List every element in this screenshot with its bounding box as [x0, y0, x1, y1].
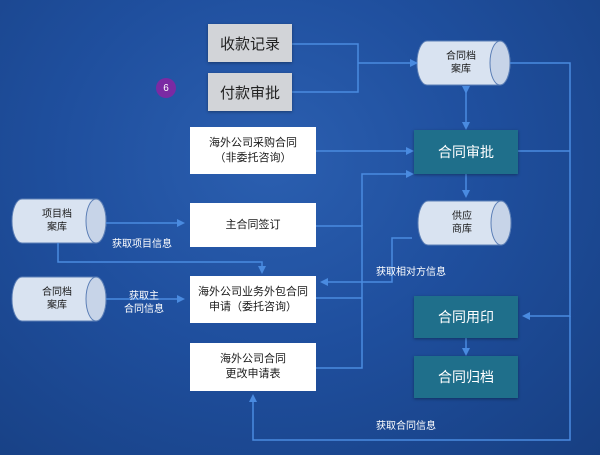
contract-seal-box[interactable]: 合同用印 [414, 296, 518, 338]
edge-label-project-info: 获取项目信息 [112, 239, 172, 250]
edge-collector-middle [316, 225, 363, 369]
contract-change-box[interactable]: 海外公司合同 更改申请表 [190, 343, 316, 391]
cylinder-supplier-db [417, 200, 512, 246]
contract-archive-top-label: 合同档 案库 [446, 51, 476, 75]
main-contract-signing-label: 主合同签订 [225, 218, 281, 231]
project-archive-label: 项目档 案库 [42, 209, 72, 233]
step-badge: 6 [156, 78, 176, 98]
edge-right-rail [510, 62, 571, 320]
payment-approval-label: 付款审批 [219, 84, 280, 102]
outsourcing-application-label: 海外公司业务外包合同 申请（委托咨询） [198, 285, 308, 313]
edge-collector-to-approval [361, 170, 414, 226]
receipt-record-label: 收款记录 [219, 35, 280, 53]
cylinder-contract-archive-top [416, 40, 511, 86]
overseas-purchase-label: 海外公司采购合同 （非委托咨询） [209, 136, 297, 164]
edge-label-contract-info: 获取合同信息 [376, 421, 436, 432]
contract-filing-label: 合同归档 [438, 369, 494, 385]
contract-archive-left-label: 合同档 案库 [42, 287, 72, 311]
contract-change-label: 海外公司合同 更改申请表 [220, 353, 286, 380]
main-contract-signing-box[interactable]: 主合同签订 [190, 203, 316, 247]
payment-approval-box[interactable]: 付款审批 [208, 73, 292, 111]
supplier-db-label: 供应 商库 [452, 211, 472, 235]
contract-filing-box[interactable]: 合同归档 [414, 356, 518, 398]
contract-approval-label: 合同审批 [438, 144, 494, 160]
cylinder-project-archive [11, 198, 107, 244]
contract-seal-label: 合同用印 [438, 309, 494, 325]
receipt-record-box[interactable]: 收款记录 [208, 24, 292, 62]
edge-supplier-to-outsourcing [320, 237, 412, 286]
edge-label-counterparty-info: 获取相对方信息 [376, 267, 446, 278]
outsourcing-application-box[interactable]: 海外公司业务外包合同 申请（委托咨询） [190, 276, 316, 323]
edge-project-to-outsourcing [57, 243, 266, 274]
edge-receipt-to-archive [292, 43, 359, 93]
overseas-purchase-box[interactable]: 海外公司采购合同 （非委托咨询） [190, 127, 316, 174]
edge-label-main-contract-info: 获取主 合同信息 [124, 291, 164, 315]
contract-approval-box[interactable]: 合同审批 [414, 130, 518, 174]
edge-bottom-loop [249, 316, 571, 441]
